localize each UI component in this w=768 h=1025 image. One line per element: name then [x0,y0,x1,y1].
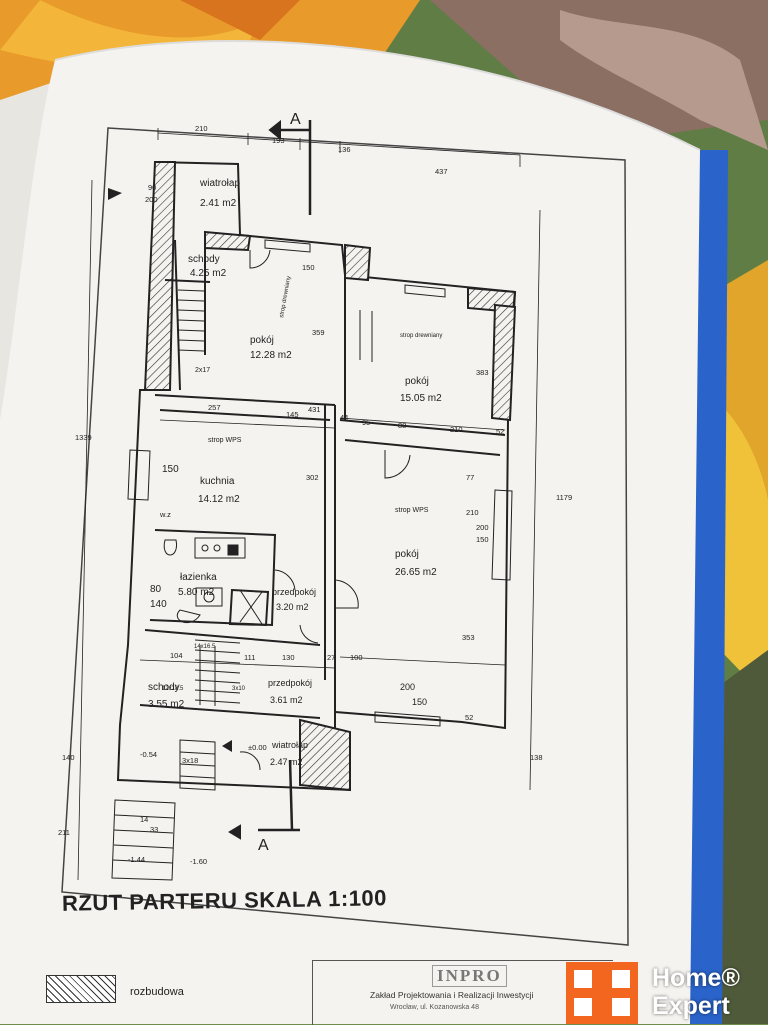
legend-label: rozbudowa [130,986,184,998]
dimension-text: 3x10 [232,686,246,692]
dimension-text: 140 [150,599,167,610]
dimension-text: 111 [244,653,255,662]
dimension-text: 210 [195,124,208,133]
dimension-text: w.z [159,510,171,519]
room-area: 2.47 m2 [270,757,303,767]
dimension-text: 140 [62,753,75,762]
dimension-text: 77 [466,473,474,482]
watermark: Home® Expert [560,962,768,1024]
room-note: strop drewniany [400,333,442,339]
room-area: 3.61 m2 [270,695,303,705]
room-label: schody [148,682,180,693]
dimension-text: 52 [465,713,473,722]
dimension-text: 145 [286,410,299,419]
room-note: strop drewniany [279,276,292,319]
room-note: strop WPS [208,437,242,444]
dimension-text: 150 [162,464,179,475]
dimension-text: 33 [150,825,158,834]
room-label: przedpokój [272,587,316,597]
room-label: łazienka [180,572,217,583]
room-area: 12.28 m2 [250,350,292,361]
dimension-text: 88 [398,421,406,430]
dimension-text: 211 [58,828,70,837]
dimension-text: 80 [150,584,162,595]
room-label: pokój [395,549,419,560]
dimension-text: 2x17 [195,367,210,374]
room-label: wiatrołap [199,178,240,189]
dimension-text: 437 [435,167,448,176]
section-marker: A [290,111,301,128]
watermark-line2: Expert [652,992,730,1020]
title-block [312,960,613,1025]
dimension-text: 136 [338,145,351,154]
dimension-text: 14 [140,815,148,824]
dimension-text: 27 [327,653,335,662]
room-area: 3.20 m2 [276,602,309,612]
company-name: Zakład Projektowania i Realizacji Inwest… [370,990,534,1000]
company-logo: INPRO [432,965,507,987]
dimension-text: 150 [412,697,427,707]
room-area: 4.25 m2 [190,268,227,279]
dimension-text: 1179 [556,493,572,502]
room-label: przedpokój [268,678,312,688]
dimension-text: 138 [530,753,543,762]
company-address: Wrocław, ul. Kozanowska 48 [390,1004,479,1011]
dimension-text: 302 [306,473,319,482]
room-label: wiatrołap [271,740,308,750]
dimension-text: -1.44 [128,855,145,864]
dimension-text: 44 [340,413,348,422]
room-area: 15.05 m2 [400,393,442,404]
dimension-text: -0.54 [140,750,157,759]
dimension-text: 210 [466,508,479,517]
dimension-text: 1339 [75,433,92,442]
room-label: pokój [405,376,429,387]
dimension-text: 95 [362,418,370,427]
home-expert-logo-icon [566,962,638,1024]
room-area: 5.80 m2 [178,587,215,598]
dimension-text: 200 [476,523,489,532]
dimension-text: 200 [400,682,415,692]
legend-hatch-swatch [46,975,116,1003]
dimension-text: 431 [308,405,321,414]
room-area: 2.41 m2 [200,198,237,209]
dimension-text: 90 [148,183,156,192]
room-area: 14.12 m2 [198,494,240,505]
room-area: 26.65 m2 [395,567,437,578]
dimension-text: 353 [462,633,475,642]
watermark-line1: Home® [652,964,740,992]
room-label: schody [188,254,220,265]
dimension-text: 100 [350,653,363,662]
room-area: 3.55 m2 [148,699,185,710]
dimension-text: 3x18 [182,756,198,765]
dimension-text: 193 [272,136,285,145]
dimension-text: 14x16.5 [194,644,216,650]
room-note: strop WPS [395,507,429,514]
dimension-text: 257 [208,403,221,412]
dimension-text: -1.60 [190,857,207,866]
room-label: pokój [250,335,274,346]
dimension-text: 210 [450,425,463,434]
dimension-text: 200 [145,195,158,204]
dimension-text: 12x18.5 [162,686,184,692]
dimension-text: 150 [302,263,315,272]
room-label: kuchnia [200,476,235,487]
dimension-text: 150 [476,535,489,544]
dimension-text: ±0.00 [248,743,267,752]
section-marker: A [258,837,269,854]
dimension-text: 383 [476,368,489,377]
dimension-text: 130 [282,653,295,662]
dimension-text: 359 [312,328,325,337]
dimension-text: 104 [170,651,183,660]
dimension-text: 52 [496,427,504,436]
